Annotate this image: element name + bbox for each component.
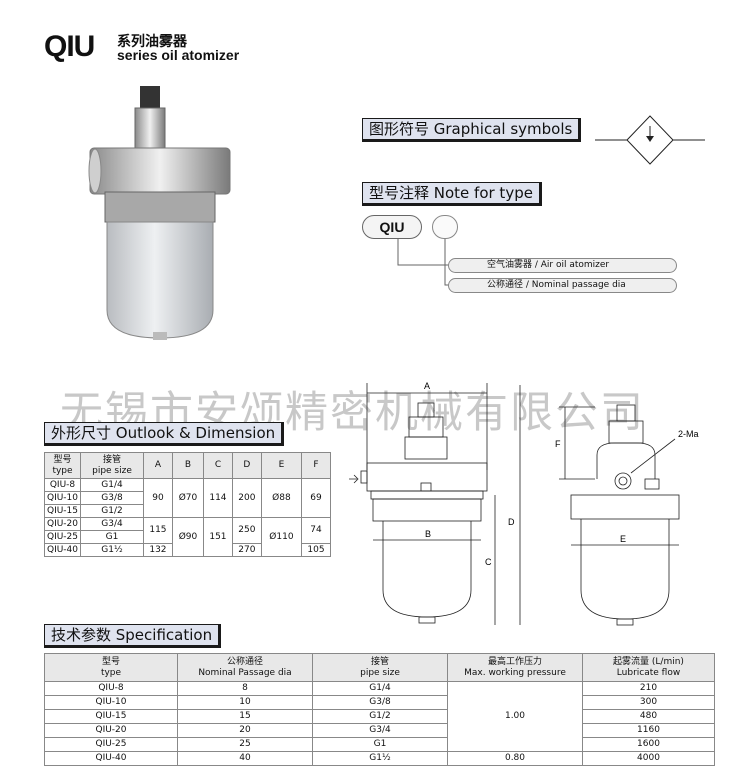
dim-label-e: E bbox=[620, 534, 626, 544]
outlook-dimension-header: 外形尺寸 Outlook & Dimension bbox=[44, 422, 285, 446]
table-row: QIU-8 8 G1/4 1.00 210 bbox=[44, 681, 715, 752]
table-row: QIU-25 25 G1 1600 bbox=[44, 737, 715, 752]
dim-label-d: D bbox=[508, 517, 515, 527]
col-f: F bbox=[301, 452, 331, 479]
table-row: QIU-8 G1/4 90 Ø70 114 200 Ø88 69 bbox=[44, 478, 331, 518]
table-row: QIU-10 G3/8 bbox=[44, 491, 331, 505]
table-row: QIU-40 G1½ 132 270 105 bbox=[44, 543, 331, 557]
oil-atomizer-symbol bbox=[595, 115, 705, 165]
dim-label-a: A bbox=[424, 381, 430, 391]
note-for-type-header: 型号注释 Note for type bbox=[362, 182, 542, 206]
dim-label-2ma: 2-Ma bbox=[678, 429, 699, 439]
col-c: C bbox=[203, 452, 233, 479]
note-item-atomizer: 空气油雾器 / Air oil atomizer bbox=[448, 258, 677, 273]
table-row: QIU-15 15 G1/2 480 bbox=[44, 709, 715, 724]
graphical-symbols-header: 图形符号 Graphical symbols bbox=[362, 118, 582, 142]
col-e: E bbox=[260, 452, 303, 479]
col-lubricate-flow: 起雾流量 (L/min)Lubricate flow bbox=[582, 653, 715, 682]
table-row: QIU-40 40 G1½ 0.80 4000 bbox=[44, 751, 715, 766]
table-row: QIU-20 G3/4 115 Ø90 151 250 Ø110 74 bbox=[44, 517, 331, 557]
series-title-en: series oil atomizer bbox=[117, 47, 240, 63]
table-row: QIU-20 20 G3/4 1160 bbox=[44, 723, 715, 738]
dim-label-b: B bbox=[425, 529, 431, 539]
dim-label-f-side: F bbox=[555, 439, 561, 449]
table-row: QIU-25 G1 bbox=[44, 530, 331, 544]
front-view-drawing: A B D C bbox=[349, 381, 521, 625]
col-d: D bbox=[231, 452, 262, 479]
col-a: A bbox=[143, 452, 173, 479]
dim-label-c: C bbox=[485, 557, 492, 567]
product-photo bbox=[88, 86, 231, 340]
note-item-passage: 公称通径 / Nominal passage dia bbox=[448, 278, 677, 293]
series-title-cn: 系列油雾器 bbox=[117, 34, 187, 50]
brand-title: QIU bbox=[44, 30, 95, 63]
specification-header: 技术参数 Specification bbox=[44, 624, 222, 648]
table-row: QIU-10 10 G3/8 300 bbox=[44, 695, 715, 710]
col-b: B bbox=[171, 452, 205, 479]
model-code-pill: QIU bbox=[362, 215, 422, 239]
size-code-pill bbox=[432, 215, 458, 239]
side-view-drawing: F E 2-Ma bbox=[555, 404, 699, 626]
